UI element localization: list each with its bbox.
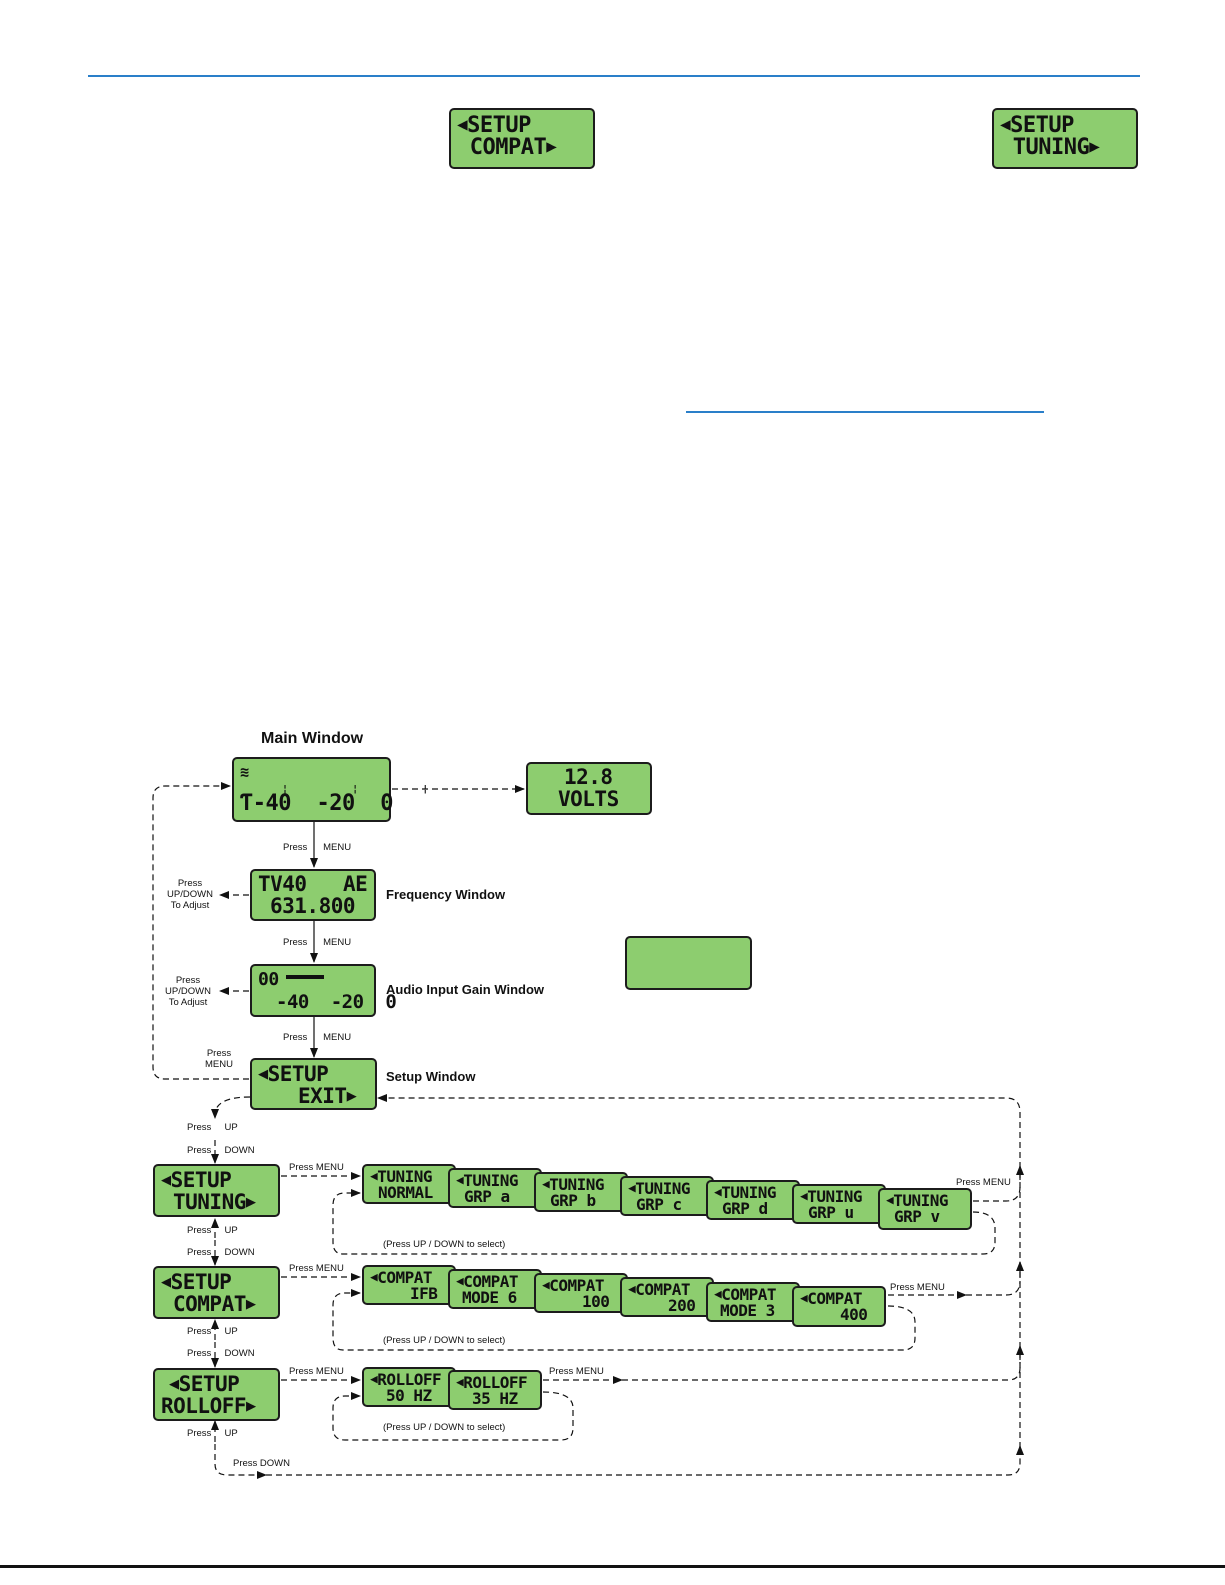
lcd-rolloff-35hz: ◀ROLLOFF 35 HZ bbox=[448, 1370, 542, 1410]
antenna-mast-icon: Ƭ bbox=[240, 791, 253, 816]
top-rule bbox=[88, 75, 1140, 77]
lcd-compat-ifb: ◀COMPAT IFB bbox=[362, 1265, 456, 1305]
right-arrow-icon: ▶ bbox=[245, 1191, 256, 1211]
setup-window-label: Setup Window bbox=[386, 1069, 476, 1084]
antenna-icon: ≋ bbox=[240, 763, 249, 781]
lcd-volts-window: 12.8 VOLTS bbox=[526, 762, 652, 815]
right-arrow-icon: ▶ bbox=[1089, 137, 1100, 157]
lcd-compat-400: ◀COMPAT 400 bbox=[792, 1286, 886, 1327]
bottom-rule bbox=[0, 1565, 1225, 1568]
left-arrow-icon: ◀ bbox=[169, 1373, 179, 1393]
press-down-bottom: Press DOWN bbox=[233, 1458, 290, 1469]
lcd-compat-mode-3: ◀COMPAT MODE 3 bbox=[706, 1282, 800, 1322]
tick-marks: ¦ ¦ ¦ bbox=[282, 784, 437, 795]
rolloff-press-menu-out: Press MENU bbox=[549, 1366, 604, 1377]
lcd-setup-tuning-top: ◀SETUP TUNING▶ bbox=[992, 108, 1138, 169]
lcd-setup-compat: ◀SETUP COMPAT▶ bbox=[153, 1266, 280, 1319]
lcd-setup-window: ◀SETUP EXIT▶ bbox=[250, 1058, 377, 1110]
compat-press-menu-out: Press MENU bbox=[890, 1282, 945, 1293]
press-menu-2: Press MENU bbox=[283, 937, 352, 948]
lcd-frequency-window: TV40 AE 631.800 bbox=[250, 869, 376, 921]
left-arrow-icon: ◀ bbox=[1000, 115, 1011, 135]
lcd-tuning-grp-b: ◀TUNING GRP b bbox=[534, 1172, 628, 1212]
link-underline bbox=[686, 411, 1044, 413]
lcd-tuning-grp-v: ◀TUNING GRP v bbox=[878, 1188, 972, 1230]
press-menu-3: Press MENU bbox=[283, 1032, 352, 1043]
lcd-tuning-grp-a: ◀TUNING GRP a bbox=[448, 1168, 542, 1208]
press-down-2: Press DOWN bbox=[187, 1247, 255, 1258]
press-up-3: Press UP bbox=[187, 1326, 238, 1337]
rolloff-press-menu-in: Press MENU bbox=[289, 1366, 344, 1377]
diagram-title: Main Window bbox=[261, 730, 364, 747]
right-arrow-icon: ▶ bbox=[546, 137, 557, 157]
left-arrow-icon: ◀ bbox=[258, 1063, 268, 1083]
left-arrow-icon: ◀ bbox=[161, 1169, 171, 1189]
lcd-main-window: ≋ ¦ ¦ ¦ Ƭ-40 -20 0 bbox=[232, 757, 428, 822]
lcd-tuning-normal: ◀TUNING NORMAL bbox=[362, 1164, 456, 1204]
lcd-setup-compat-top: ◀SETUP COMPAT▶ bbox=[449, 108, 595, 169]
press-down-1: Press DOWN bbox=[187, 1145, 255, 1156]
left-arrow-icon: ◀ bbox=[457, 115, 468, 135]
audio-gain-window-label: Audio Input Gain Window bbox=[386, 982, 545, 997]
lcd-setup-tuning: ◀SETUP TUNING▶ bbox=[153, 1164, 280, 1217]
right-arrow-icon: ▶ bbox=[245, 1293, 256, 1313]
right-arrow-icon: ▶ bbox=[346, 1085, 357, 1105]
lcd-audio-gain-window: 00 -40 -20 0 bbox=[250, 964, 397, 1017]
press-down-3: Press DOWN bbox=[187, 1348, 255, 1359]
lcd-compat-200: ◀COMPAT 200 bbox=[620, 1277, 714, 1317]
lcd-setup-rolloff: ◀SETUP ROLLOFF▶ bbox=[153, 1368, 280, 1421]
press-up-2: Press UP bbox=[187, 1225, 238, 1236]
compat-press-menu-in: Press MENU bbox=[289, 1263, 344, 1274]
press-up-4: Press UP bbox=[187, 1428, 238, 1439]
tuning-press-menu-out: Press MENU bbox=[956, 1177, 1011, 1188]
lcd-tuning-grp-d: ◀TUNING GRP d bbox=[706, 1180, 800, 1220]
left-arrow-icon: ◀ bbox=[161, 1271, 171, 1291]
press-menu-1: Press MENU bbox=[283, 842, 352, 853]
lcd-compat-100: ◀COMPAT 100 bbox=[534, 1273, 628, 1313]
lcd-tuning-grp-c: ◀TUNING GRP c bbox=[620, 1176, 714, 1216]
tuning-select-note: (Press UP / DOWN to select) bbox=[383, 1239, 506, 1250]
frequency-window-label: Frequency Window bbox=[386, 887, 506, 902]
press-up-1: Press UP bbox=[187, 1122, 238, 1133]
compat-select-note: (Press UP / DOWN to select) bbox=[383, 1335, 506, 1346]
legend-box bbox=[625, 936, 752, 990]
rolloff-select-note: (Press UP / DOWN to select) bbox=[383, 1422, 506, 1433]
right-arrow-icon: ▶ bbox=[246, 1395, 256, 1415]
tuning-press-menu-in: Press MENU bbox=[289, 1162, 344, 1173]
lcd-tuning-grp-u: ◀TUNING GRP u bbox=[792, 1184, 886, 1224]
lcd-rolloff-50hz: ◀ROLLOFF 50 HZ bbox=[362, 1367, 456, 1407]
level-meter-bar bbox=[286, 975, 324, 979]
lcd-compat-mode-6: ◀COMPAT MODE 6 bbox=[448, 1269, 542, 1309]
